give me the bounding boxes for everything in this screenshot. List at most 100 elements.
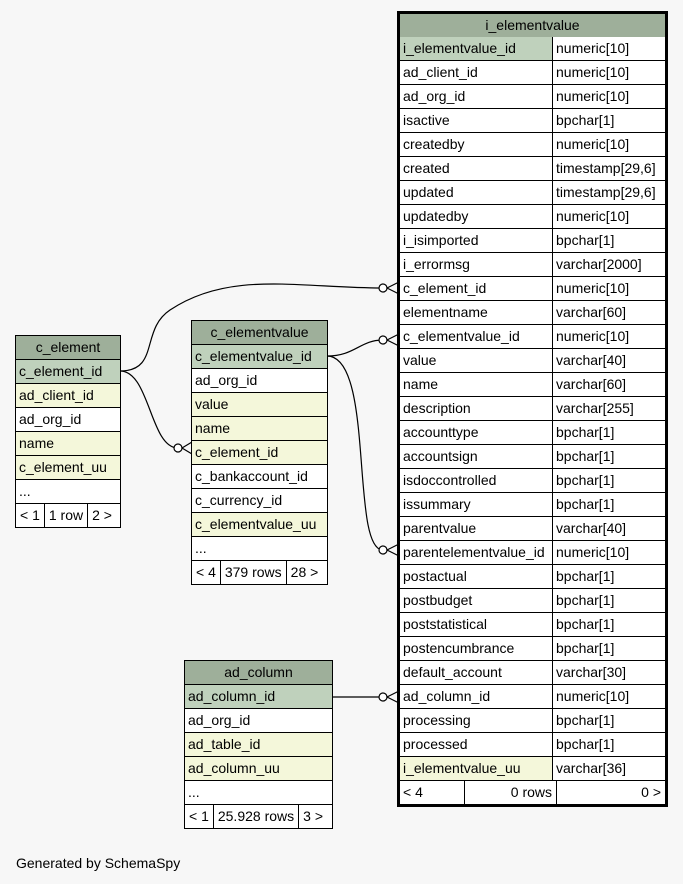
column-row[interactable]: name <box>192 416 327 440</box>
column-row[interactable]: ad_column_id <box>185 684 332 708</box>
table-title[interactable]: i_elementvalue <box>485 17 580 33</box>
column-row[interactable]: c_element_id <box>16 359 120 383</box>
column-row[interactable]: ... <box>192 536 327 560</box>
column-name: ad_org_id <box>400 85 553 108</box>
nav-next[interactable]: 3 > <box>303 808 323 824</box>
column-type: numeric[10] <box>553 133 665 156</box>
nav-prev[interactable]: < 4 <box>192 561 221 584</box>
column-name: updatedby <box>400 205 553 228</box>
column-name: processing <box>400 709 553 732</box>
column-name: issummary <box>400 493 553 516</box>
column-type: varchar[30] <box>553 661 665 684</box>
column-type: numeric[10] <box>553 205 665 228</box>
column-row[interactable]: ad_column_uu <box>185 756 332 780</box>
column-type: bpchar[1] <box>553 229 665 252</box>
column-row[interactable]: c_bankaccount_id <box>192 464 327 488</box>
column-name: poststatistical <box>400 613 553 636</box>
column-row[interactable]: c_element_uu <box>16 455 120 479</box>
column-name: c_elementvalue_uu <box>195 516 317 532</box>
column-row[interactable]: c_elementvalue_id <box>192 344 327 368</box>
table-header: c_elementvalue <box>192 321 327 344</box>
column-name: ad_client_id <box>400 61 553 84</box>
table-title[interactable]: c_element <box>35 339 101 355</box>
column-row[interactable]: ad_org_id <box>192 368 327 392</box>
column-row[interactable]: ... <box>16 479 120 503</box>
column-name: ad_column_uu <box>188 760 280 776</box>
column-row[interactable]: ad_client_id <box>16 383 120 407</box>
column-name: description <box>400 397 553 420</box>
column-row[interactable]: name <box>16 431 120 455</box>
column-type: bpchar[1] <box>553 733 665 756</box>
column-name: i_elementvalue_uu <box>400 757 553 780</box>
nav-prev[interactable]: < 1 <box>16 504 45 527</box>
column-type: bpchar[1] <box>553 565 665 588</box>
column-row[interactable]: c_currency_id <box>192 488 327 512</box>
column-type: varchar[60] <box>553 373 665 396</box>
column-name: isactive <box>400 109 553 132</box>
nav-next[interactable]: 28 > <box>290 564 319 580</box>
nav-prev[interactable]: < 4 <box>400 781 465 804</box>
nav-rows: 25.928 rows <box>214 805 300 828</box>
column-name: updated <box>400 181 553 204</box>
column-row[interactable]: ad_org_id <box>185 708 332 732</box>
table-header: ad_column <box>185 661 332 684</box>
column-name: c_elementvalue_id <box>400 325 553 348</box>
column-type: varchar[40] <box>553 517 665 540</box>
column-row[interactable]: c_element_id <box>192 440 327 464</box>
column-name: value <box>195 396 229 412</box>
column-name: ad_org_id <box>195 372 258 388</box>
nav-next[interactable]: 0 > <box>641 784 661 800</box>
column-type: varchar[2000] <box>553 253 665 276</box>
column-name: c_element_id <box>400 277 553 300</box>
column-row[interactable]: ad_table_id <box>185 732 332 756</box>
column-type: numeric[10] <box>553 277 665 300</box>
column-name: ad_org_id <box>19 411 82 427</box>
nav-prev[interactable]: < 1 <box>185 805 214 828</box>
nav-rows: 1 row <box>45 504 89 527</box>
nav-next[interactable]: 2 > <box>92 507 112 523</box>
column-row[interactable]: value <box>192 392 327 416</box>
column-row[interactable]: c_elementvalue_uu <box>192 512 327 536</box>
table-title[interactable]: c_elementvalue <box>210 324 309 340</box>
table-c-elementvalue: c_elementvalue c_elementvalue_id ad_org_id… <box>191 320 328 585</box>
table-header: c_element <box>16 336 120 359</box>
column-name: ... <box>195 540 207 556</box>
column-row[interactable]: ... <box>185 780 332 804</box>
table-title[interactable]: ad_column <box>224 664 293 680</box>
column-row[interactable]: ad_org_id <box>16 407 120 431</box>
nav-rows: 0 rows <box>465 781 557 804</box>
